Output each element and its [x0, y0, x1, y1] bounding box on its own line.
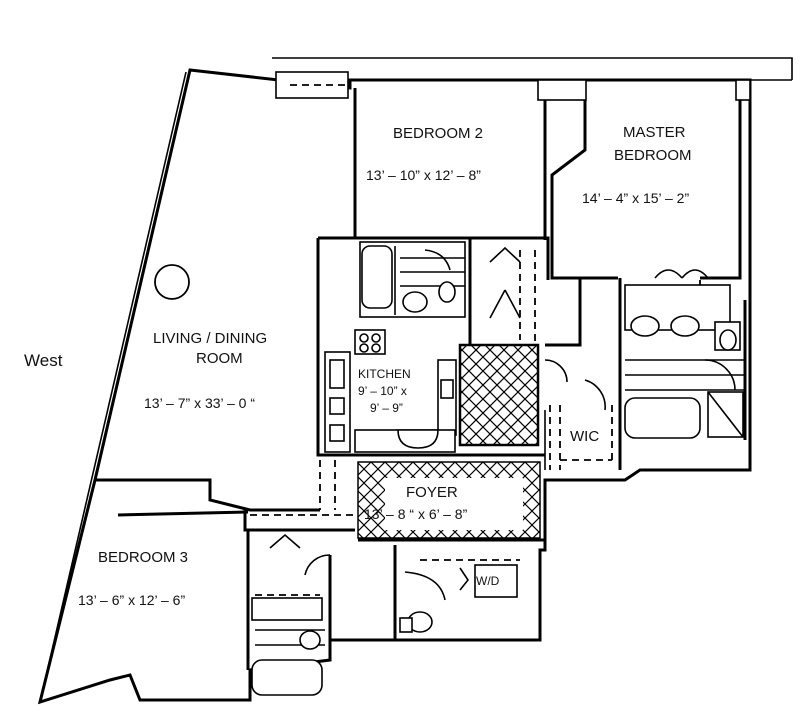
master-dims: 14’ – 4” x 15’ – 2” [582, 190, 689, 206]
kitchen-fixtures [324, 329, 457, 453]
living-dims: 13’ – 7” x 33’ – 0 “ [144, 395, 255, 411]
bedroom2-name: BEDROOM 2 [393, 125, 483, 142]
partition-lines [250, 250, 701, 596]
living-name-1: LIVING / DINING [153, 330, 267, 347]
master-name-1: MASTER [623, 124, 686, 141]
west-label: West [24, 351, 63, 370]
wd-label: W/D [476, 574, 500, 588]
master-bath [624, 269, 745, 439]
wic-label: WIC [570, 428, 599, 445]
interior-walls [95, 88, 747, 670]
kitchen-name: KITCHEN [358, 367, 411, 381]
bathroom-3 [251, 533, 331, 696]
bedroom3-name: BEDROOM 3 [98, 549, 188, 566]
closets [489, 246, 606, 470]
kitchen-dims-2: 9’ – 9” [370, 401, 403, 415]
bedroom2-dims: 13’ – 10” x 12’ – 8” [366, 167, 481, 183]
bathroom-2 [359, 241, 466, 318]
labels: West BEDROOM 2 13’ – 10” x 12’ – 8” MAST… [24, 124, 692, 608]
hatched-core [357, 343, 541, 539]
foyer-dims: 13’ – 8 “ x 6’ – 8” [364, 506, 468, 522]
laundry [399, 564, 518, 633]
bedroom3-dims: 13’ – 6” x 12’ – 6” [78, 592, 185, 608]
round-table [154, 264, 190, 300]
living-name-2: ROOM [196, 350, 243, 367]
foyer-name: FOYER [406, 484, 458, 501]
window-strip [275, 71, 751, 101]
master-name-2: BEDROOM [614, 147, 692, 164]
kitchen-dims-1: 9’ – 10” x [358, 384, 407, 398]
